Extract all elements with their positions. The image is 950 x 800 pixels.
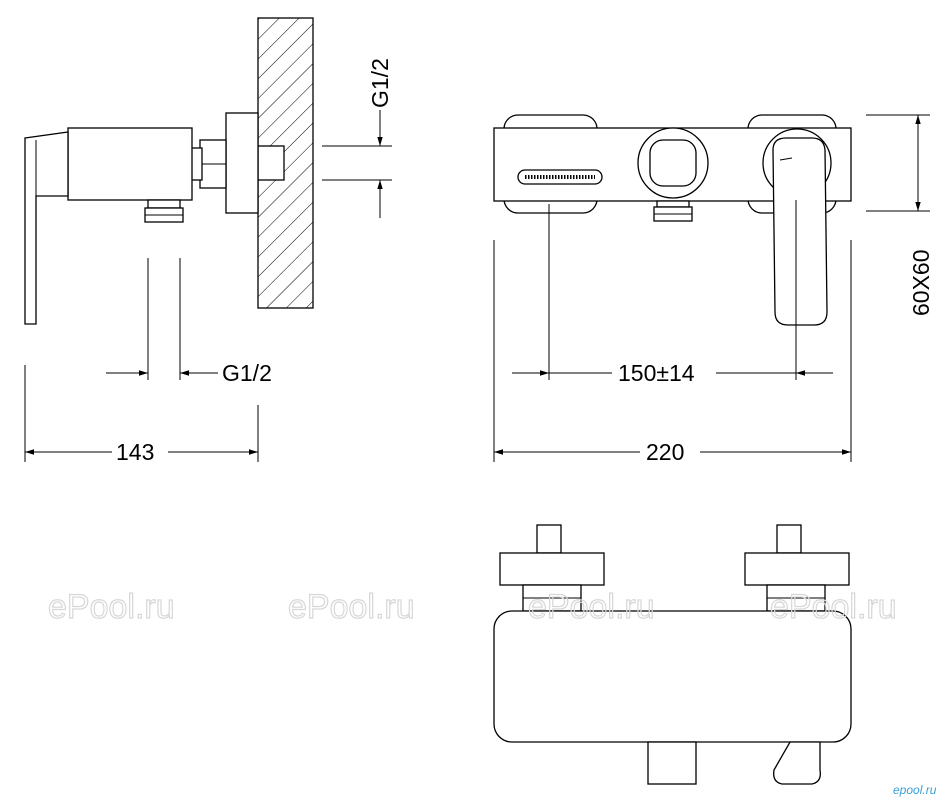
watermark-group: ePool.ru ePool.ru ePool.ru ePool.ru [47, 587, 897, 626]
watermark-2: ePool.ru [288, 588, 415, 626]
watermark-4: ePool.ru [770, 588, 897, 626]
centers-label: 150±14 [618, 360, 695, 386]
wall-pipe [257, 145, 285, 181]
top-lever [773, 741, 821, 785]
top-outlet [647, 741, 697, 785]
site-logo: epool.ru [893, 783, 937, 797]
side-mixer-body [67, 127, 193, 201]
escutcheon-label: 60X60 [908, 249, 934, 316]
right-pipe-stub [776, 524, 802, 554]
diverter-knob-face [649, 139, 697, 187]
watermark-1: ePool.ru [48, 588, 175, 626]
right-flange [744, 552, 850, 586]
watermark-3: ePool.ru [528, 588, 655, 626]
front-view: 150±14 220 60X60 [493, 114, 934, 465]
side-outlet [147, 199, 181, 209]
outlet-thread-label: G1/2 [222, 360, 272, 386]
side-flange [225, 112, 259, 214]
left-flange [499, 552, 605, 586]
left-pipe-stub [536, 524, 562, 554]
aerator-slot [517, 169, 603, 185]
front-lever [772, 137, 828, 326]
depth-label: 143 [116, 439, 154, 465]
top-mixer-body [493, 610, 852, 743]
side-lever [24, 131, 69, 325]
top-view [493, 524, 852, 785]
side-view: G1/2 143 G1/2 [24, 17, 393, 465]
width-label: 220 [646, 439, 684, 465]
front-outlet [656, 200, 690, 208]
pipe-thread-label: G1/2 [367, 58, 393, 108]
